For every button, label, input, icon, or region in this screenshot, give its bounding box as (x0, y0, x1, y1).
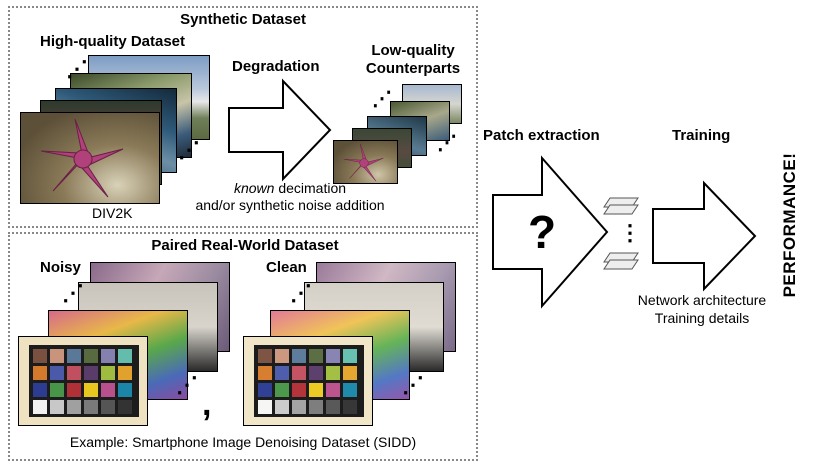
training-details-label: Training details (654, 310, 750, 326)
starfish-graphic (40, 118, 124, 198)
noisy-ellipsis-top: ⋰ (62, 280, 85, 305)
clean-label: Clean (266, 259, 307, 276)
clean-ellipsis-top: ⋰ (290, 280, 313, 305)
hq-ellipsis-top: ⋰ (66, 56, 89, 81)
paired-dataset-box (8, 232, 478, 461)
lq-label-line2: Counterparts (365, 60, 461, 77)
performance-container: PERFORMANCE! (775, 115, 805, 335)
synthetic-dataset-box (8, 6, 478, 228)
sidd-example-label: Example: Smartphone Image Denoising Data… (69, 434, 417, 450)
question-mark: ? (528, 206, 557, 258)
noisy-chart-image (18, 336, 148, 426)
hq-starfish-image (20, 112, 160, 204)
lq-ellipsis-top: ⋰ (372, 88, 393, 110)
decimation-text: known decimation (190, 180, 390, 196)
noisy-ellipsis-bottom: ⋰ (176, 372, 199, 397)
degradation-arrow (228, 78, 332, 182)
patch-extraction-label: Patch extraction (483, 127, 600, 144)
pair-comma: , (202, 385, 212, 423)
synthetic-dataset-title: Synthetic Dataset (180, 11, 306, 28)
noisy-colorchecker (29, 345, 139, 417)
performance-label: PERFORMANCE! (780, 152, 799, 298)
clean-ellipsis-bottom: ⋰ (402, 372, 425, 397)
clean-chart-image (243, 336, 373, 426)
lq-starfish-graphic (343, 143, 384, 182)
lq-ellipsis-bottom: ⋰ (437, 132, 458, 154)
patch-stack-icon (603, 197, 639, 270)
training-label: Training (672, 127, 731, 144)
noisy-label: Noisy (40, 259, 81, 276)
training-arrow (652, 180, 757, 292)
clean-colorchecker (254, 345, 364, 417)
noise-addition-text: and/or synthetic noise addition (195, 197, 385, 213)
div2k-label: DIV2K (92, 205, 133, 221)
hq-ellipsis-bottom: ⋰ (178, 137, 201, 162)
lq-label-line1: Low-quality (371, 42, 455, 59)
hq-dataset-label: High-quality Dataset (40, 33, 186, 50)
patch-vdots: ⋮ (619, 220, 641, 245)
paired-dataset-title: Paired Real-World Dataset (151, 237, 339, 254)
patch-extraction-arrow (492, 155, 609, 309)
degradation-label: Degradation (232, 58, 320, 75)
known-emphasis: known (233, 180, 275, 196)
network-architecture-label: Network architecture (637, 292, 767, 308)
lq-starfish-image (333, 140, 398, 184)
decimation-rest: decimation (274, 180, 347, 196)
